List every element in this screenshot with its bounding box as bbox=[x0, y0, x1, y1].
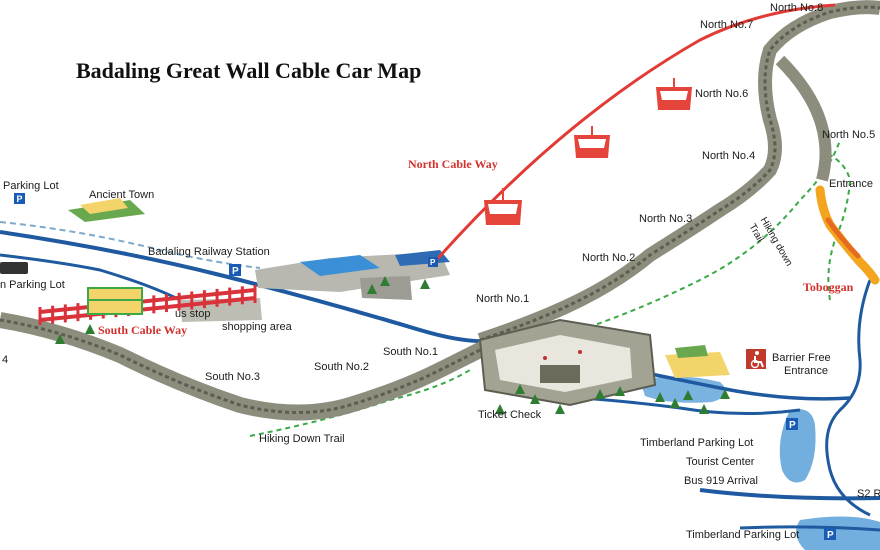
ticket-check-label: Ticket Check bbox=[478, 409, 542, 421]
tree bbox=[85, 324, 95, 334]
hiking-trail-vertical bbox=[819, 149, 852, 301]
north-cable-line bbox=[430, 3, 836, 266]
tree bbox=[55, 334, 65, 344]
railway-track-top bbox=[0, 221, 261, 269]
parking-lot-top-label: Parking Lot bbox=[3, 180, 59, 192]
tree bbox=[515, 384, 525, 394]
tree bbox=[720, 389, 730, 399]
parking-icon: P bbox=[14, 193, 25, 204]
tree bbox=[615, 386, 625, 396]
tree bbox=[555, 404, 565, 414]
entrance-label: Entrance bbox=[829, 178, 874, 190]
barrier-free-entrance-label: Entrance bbox=[784, 365, 829, 377]
parking-lot-left-label: n Parking Lot bbox=[0, 279, 65, 291]
tree bbox=[367, 284, 377, 294]
south-no2-label: South No.2 bbox=[314, 361, 370, 373]
railway-station-label: Badaling Railway Station bbox=[148, 246, 270, 258]
south-no3-label: South No.3 bbox=[205, 371, 261, 383]
s2-road-label: S2 R bbox=[857, 488, 880, 500]
north-no2-label: North No.2 bbox=[582, 252, 636, 264]
parking-icon: P bbox=[786, 418, 798, 431]
cable-car-2 bbox=[574, 126, 610, 158]
svg-text:P: P bbox=[827, 530, 834, 541]
accessibility-icon bbox=[746, 349, 766, 369]
tree bbox=[420, 279, 430, 289]
south-no4-label: 4 bbox=[2, 354, 9, 366]
shopping-area-label: shopping area bbox=[222, 321, 292, 333]
road-bottom bbox=[739, 525, 880, 532]
timberland-parking-lot-label: Timberland Parking Lot bbox=[640, 437, 754, 449]
toboggan-label: Toboggan bbox=[803, 280, 854, 294]
lake-bottom bbox=[796, 516, 880, 550]
hiking-down-trail-label: Hiking Down Trail bbox=[259, 433, 345, 445]
parking-icon: P bbox=[229, 264, 241, 277]
south-cable-way-label: South Cable Way bbox=[98, 323, 188, 337]
road-s2 bbox=[699, 488, 880, 501]
tourist-center-label: Tourist Center bbox=[686, 456, 755, 468]
map-title: Badaling Great Wall Cable Car Map bbox=[76, 58, 422, 83]
south-cable-rail bbox=[39, 288, 256, 322]
ancient-town-label: Ancient Town bbox=[89, 189, 155, 201]
tree bbox=[380, 276, 390, 286]
parking-icon: P bbox=[824, 528, 836, 541]
tourist-center-buildings bbox=[665, 345, 730, 378]
tree bbox=[683, 390, 693, 400]
svg-text:P: P bbox=[430, 258, 436, 267]
north-no1-label: North No.1 bbox=[476, 293, 530, 305]
north-cable-way-label: North Cable Way bbox=[408, 157, 498, 171]
timberland-parking-lot-2-label: Timberland Parking Lot bbox=[686, 529, 800, 541]
great-wall-branch bbox=[775, 55, 832, 182]
north-no5-label: North No.5 bbox=[822, 129, 876, 141]
north-no7-label: North No.7 bbox=[700, 19, 754, 31]
north-no4-label: North No.4 bbox=[702, 150, 756, 162]
tree bbox=[530, 394, 540, 404]
svg-text:P: P bbox=[789, 420, 796, 431]
bus-919-label: Bus 919 Arrival bbox=[684, 475, 758, 487]
tree bbox=[495, 404, 505, 414]
trees bbox=[55, 276, 730, 414]
tree bbox=[655, 392, 665, 402]
cable-car-3 bbox=[656, 78, 692, 110]
svg-text:P: P bbox=[17, 194, 23, 204]
svg-text:P: P bbox=[232, 266, 239, 277]
north-no3-label: North No.3 bbox=[639, 213, 693, 225]
ancient-town-buildings bbox=[68, 198, 145, 222]
tree bbox=[699, 404, 709, 414]
north-no6-label: North No.6 bbox=[695, 88, 749, 100]
barrier-free-label: Barrier Free bbox=[772, 352, 831, 364]
bus-stop-label: us stop bbox=[175, 308, 211, 320]
road-right-vertical bbox=[825, 279, 872, 517]
tree bbox=[595, 389, 605, 399]
parking-lot-left bbox=[0, 262, 28, 274]
fortress bbox=[478, 318, 657, 407]
south-cable-ties bbox=[38, 285, 257, 325]
south-no1-label: South No.1 bbox=[383, 346, 439, 358]
north-no8-label: North No.8 bbox=[770, 2, 824, 14]
parking-icon: P bbox=[428, 257, 438, 267]
south-cable-car bbox=[87, 287, 143, 315]
cable-car-1 bbox=[484, 188, 522, 225]
main-road bbox=[0, 230, 501, 344]
road-left bbox=[0, 253, 181, 302]
tree bbox=[670, 398, 680, 408]
